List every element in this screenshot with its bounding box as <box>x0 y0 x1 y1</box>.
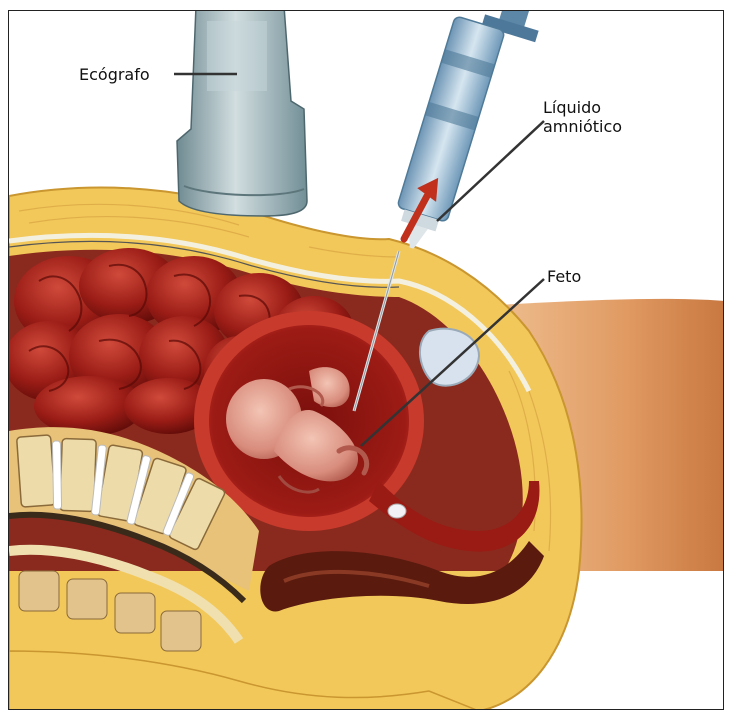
illustration-frame: Ecógrafo Líquido amniótico Feto <box>8 10 724 710</box>
label-liquido-amniotico: Líquido amniótico <box>543 98 622 136</box>
label-ecografo: Ecógrafo <box>79 65 150 84</box>
label-liquido-line1: Líquido <box>543 98 622 117</box>
ultrasound-probe <box>177 11 307 216</box>
label-feto: Feto <box>547 267 581 286</box>
label-liquido-line2: amniótico <box>543 117 622 136</box>
